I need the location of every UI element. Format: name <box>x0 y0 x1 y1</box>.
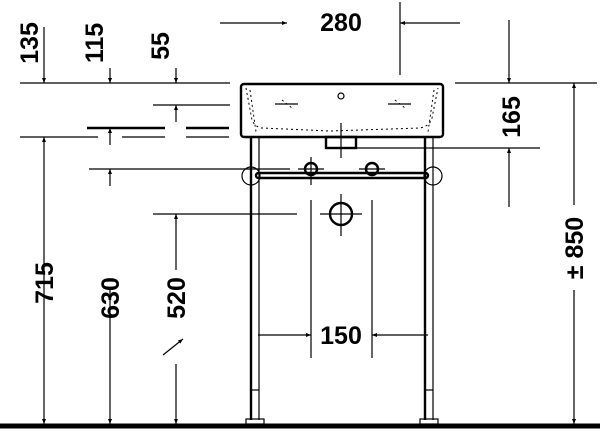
dim-520: 520 <box>163 277 191 319</box>
washbasin <box>239 82 445 158</box>
dim-135: 135 <box>16 22 44 64</box>
dim-55: 55 <box>147 32 175 60</box>
dim-715: 715 <box>31 262 59 304</box>
dim-630: 630 <box>97 277 125 319</box>
dim-150: 150 <box>320 322 362 350</box>
dim-165: 165 <box>498 96 526 138</box>
dim-850: ± 850 <box>561 217 589 279</box>
connections <box>298 157 385 236</box>
dim-280: 280 <box>320 9 362 37</box>
console-frame <box>241 137 443 425</box>
dimension-arrows <box>42 2 576 424</box>
dim-115: 115 <box>81 23 109 63</box>
